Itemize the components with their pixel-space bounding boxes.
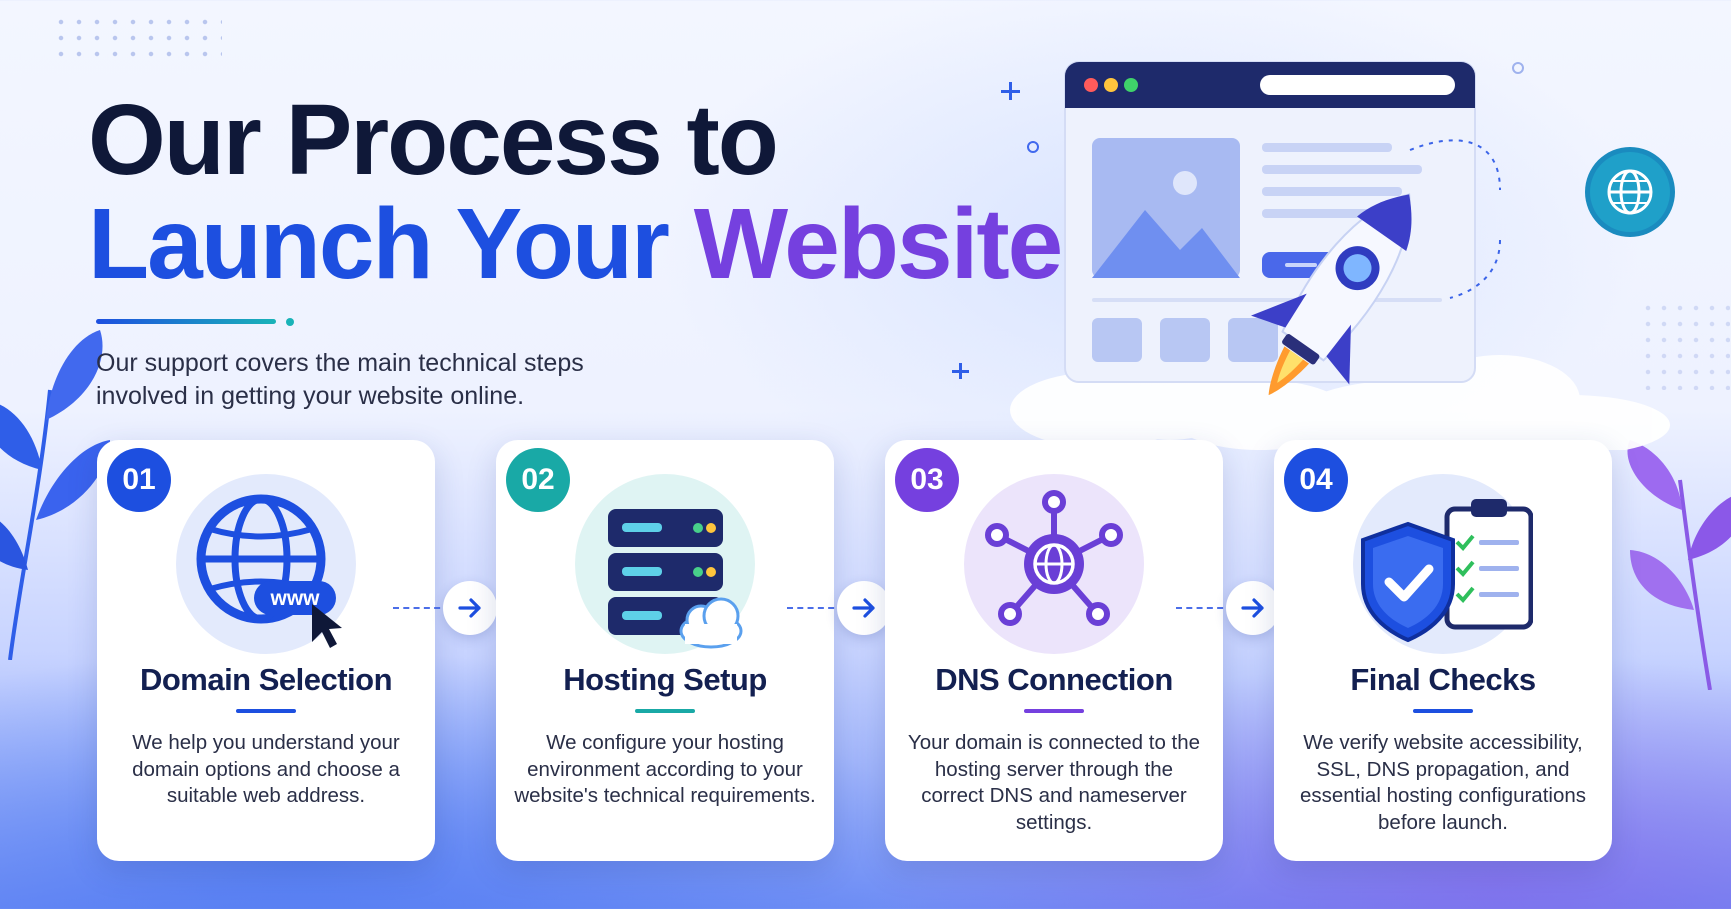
shield-checklist-icon (1353, 474, 1533, 654)
subtitle: Our support covers the main technical st… (96, 349, 584, 410)
page-title: Our Process to Launch Your Website (88, 84, 1063, 296)
title-underline-dot (286, 318, 294, 326)
step-description: We help you understand your domain optio… (132, 731, 400, 807)
browser-window-icon (1064, 61, 1476, 383)
step-card-1: 01 www Domain Selection We help you unde… (97, 440, 435, 861)
arrow-right-icon (837, 581, 891, 635)
step-title: DNS Connection (935, 662, 1173, 697)
cloud-icon (679, 597, 743, 649)
shield-check-icon (1361, 521, 1455, 643)
step-title: Hosting Setup (563, 662, 767, 697)
leaf-decoration-right (1627, 440, 1731, 690)
dot-pattern (52, 14, 222, 64)
clipboard-icon (1444, 499, 1533, 630)
cloud-icon (1010, 350, 1670, 450)
title-line-1: Our Process to (88, 84, 779, 196)
step-number-badge: 02 (506, 448, 570, 512)
step-description: We configure your hosting environment ac… (514, 731, 816, 807)
step-divider (1413, 709, 1473, 713)
title-line-2: Launch Your Website (88, 192, 1063, 296)
step-card-2: 02 Hosting Setup We configure your hosti… (496, 440, 834, 861)
step-number-badge: 03 (895, 448, 959, 512)
step-title: Final Checks (1350, 662, 1536, 697)
title-underline (96, 319, 276, 324)
leaf-decoration-left (0, 330, 110, 660)
step-divider (1024, 709, 1084, 713)
hero-illustration (952, 61, 1675, 450)
step-number-badge: 04 (1284, 448, 1348, 512)
arrow-right-icon (443, 581, 497, 635)
title-highlight-purple: Website (693, 188, 1064, 300)
globe-icon (1585, 147, 1675, 237)
dot-pattern-right (1640, 300, 1730, 390)
step-divider (236, 709, 296, 713)
network-hub-icon (964, 474, 1144, 654)
step-number-badge: 01 (107, 448, 171, 512)
server-cloud-icon (575, 474, 755, 654)
step-description: We verify website accessibility, SSL, DN… (1299, 731, 1587, 834)
step-card-3: 03 DNS Connection Your domain i (885, 440, 1223, 861)
globe-www-icon: www (176, 474, 356, 654)
title-highlight-blue: Launch Your (88, 188, 670, 300)
step-card-4: 04 Final Checks We verify website access… (1274, 440, 1612, 861)
step-connector-1 (393, 581, 543, 635)
step-connector-2 (787, 581, 937, 635)
step-title: Domain Selection (139, 662, 393, 697)
step-description: Your domain is connected to the hosting … (907, 731, 1201, 834)
sparkle-icon (952, 82, 1020, 379)
step-connector-3 (1176, 581, 1326, 635)
rocket-icon (1251, 193, 1412, 396)
www-text: www (269, 587, 320, 610)
step-divider (635, 709, 695, 713)
arrow-right-icon (1226, 581, 1280, 635)
